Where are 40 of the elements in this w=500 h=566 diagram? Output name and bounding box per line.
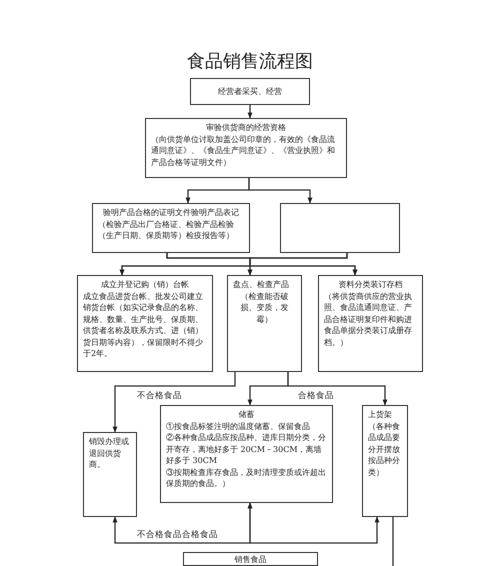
box-text: 成立食品进货台帐、批发公司建立销货台帐（如实记录食品的名称、规格、数量、生产批号、保质期、供货者名称及联系方式、进（销）货日期等内容），保留限时不得少于2年。 — [83, 290, 204, 360]
box-text: ②各种食品成品应按品种、进库日期分类，分开寄存，离地好多于 20CM－30CM，离墙好多于 30CM — [166, 432, 327, 466]
process-box — [83, 432, 137, 517]
process-box — [190, 78, 310, 105]
box-heading: 资料分类装订存档 — [338, 279, 404, 290]
process-box — [183, 552, 318, 566]
edge-label: 不合格食品 — [137, 391, 182, 402]
arrow — [248, 178, 312, 204]
box-text: 销毁办理或退回供货商。 — [89, 436, 130, 470]
box-text: （将供货商供应的营业执照、食品流通同意证、产品合格证明复印件和购进食品单据分类装订成册存档。） — [324, 290, 413, 348]
box-heading: 审验供货商的经营资格 — [205, 122, 287, 134]
empty-box — [280, 203, 400, 253]
box-text: ①按食品标签注明的温度储蓄、保留食品 — [166, 420, 311, 432]
process-box — [92, 203, 250, 253]
box-text: （检查能否破损、变质，发霉） — [240, 290, 290, 325]
title: 食品销售流程图 — [186, 51, 314, 73]
connector-line — [392, 517, 394, 566]
process-box — [362, 405, 408, 517]
box-text: 经营者采买、经营 — [218, 86, 282, 98]
box-heading: 盘点、检查产品 — [233, 279, 290, 290]
process-box — [318, 275, 423, 372]
line-label: 不合格食品合格食品 — [137, 530, 218, 541]
arrow — [112, 372, 236, 433]
box-heading: 验明产品合格的证明文件验明产品表记 — [102, 207, 240, 218]
box-text: 销售食品 — [234, 554, 266, 565]
process-box — [227, 275, 302, 372]
box-text: （检验产品出厂合格证、检验产品检验（生产日期、保质期等）检疫报告等） — [98, 218, 235, 242]
process-box — [77, 275, 213, 372]
box-text: ③按期检查库存食品，及时清理变质或许超出保质期的食品。） — [166, 466, 327, 490]
box-heading: 上货架 — [368, 409, 393, 420]
box-text: （向供货单位讨取加盖公司印章的，有效的《食品流通同意证》、《食品生产同意证》、《营业执照》和产品合格等证明文件） — [151, 134, 336, 168]
box-heading: 储蓄 — [238, 409, 256, 420]
process-box — [145, 118, 347, 178]
edge-label: 合格食品 — [298, 391, 334, 402]
box-text: （各种食品成品要分开摆放按品种分类） — [368, 420, 401, 478]
arrow — [248, 502, 380, 544]
arrow — [287, 372, 388, 406]
arrow — [248, 105, 252, 119]
box-heading: 成立并登记购（销）台帐 — [100, 279, 190, 290]
process-box — [160, 405, 333, 503]
